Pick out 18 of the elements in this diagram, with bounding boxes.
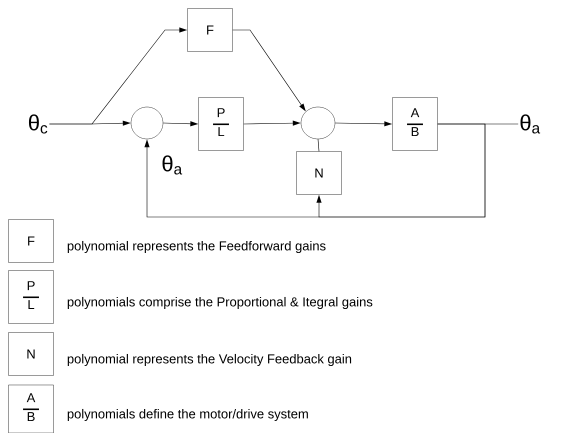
description-text: polynomial represents the Feedforward gains [68,240,326,254]
block-box: F [187,8,233,52]
block-box: A B [392,97,438,151]
block-box: A B [8,384,54,433]
arrow [316,124,486,218]
summing-junction [300,106,336,140]
summing-junction [130,106,164,140]
description-text: polynomials comprise the Proportional & Itegral gains [68,296,372,310]
block-box: N [296,151,342,195]
signal-label: θ$_{c}$ [28,114,48,134]
signal-label: θ$_{a}$ [162,155,182,175]
block-box: F [8,219,54,263]
block-box: P L [8,270,54,324]
description-text: polynomials define the motor/drive system [68,408,308,422]
block-box: P L [198,97,244,151]
signal-label: θ$_{a}$ [520,114,540,134]
description-text: polynomial represents the Velocity Feedback gain [68,354,352,366]
block-box: N [8,332,54,376]
